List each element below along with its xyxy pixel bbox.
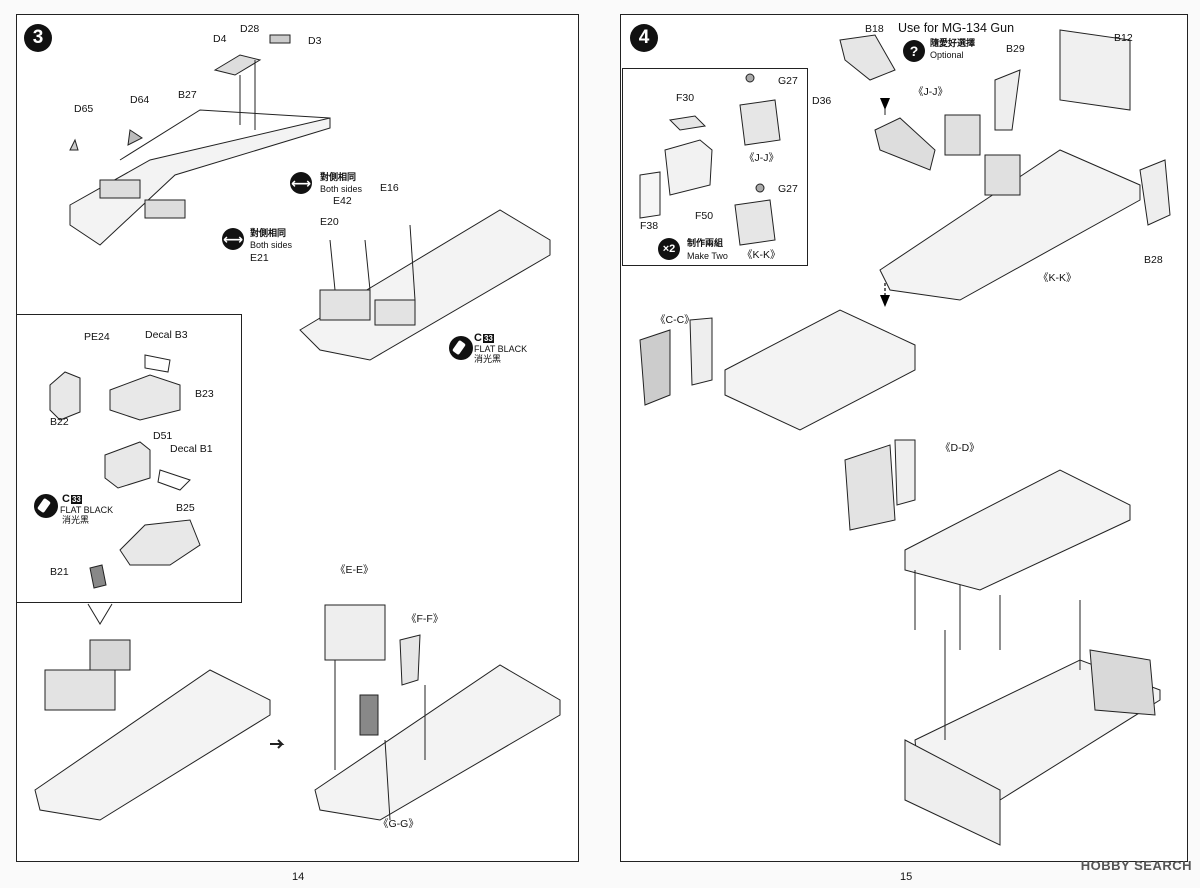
page-number-left: 14 <box>292 871 305 883</box>
optional-zh: 隨愛好選擇 <box>930 38 976 48</box>
part-label-b25: B25 <box>176 502 195 514</box>
part-label-f50: F50 <box>695 210 714 222</box>
part-label-b23: B23 <box>195 388 214 400</box>
part-label-b29: B29 <box>1006 43 1025 55</box>
page-number-right: 15 <box>900 871 913 883</box>
floor-plate-lower <box>299 209 551 361</box>
fuselage-floor-top <box>879 149 1141 301</box>
times-two-badge: ×2 <box>658 238 680 260</box>
part-label-g27-1: G27 <box>778 75 798 87</box>
assembly-label-kk: 《K-K》 <box>1038 272 1077 284</box>
part-label-b22: B22 <box>50 416 69 428</box>
paint-brush-icon <box>449 336 473 360</box>
floor-plate-bottom-right <box>314 664 561 821</box>
both-sides-en-1: Both sides <box>320 184 363 194</box>
watermark: HOBBY SEARCH <box>1080 858 1192 873</box>
question-icon: ? <box>903 40 925 62</box>
subbox-kk: 《K-K》 <box>742 249 781 261</box>
part-label-g27-2: G27 <box>778 183 798 195</box>
subbox-jj: 《J-J》 <box>744 152 779 164</box>
inset-paint-name-zh: 消光黑 <box>62 515 90 525</box>
both-sides-zh-2: 對側相同 <box>250 228 287 238</box>
fuselage-frame-mid <box>724 309 916 431</box>
part-label-b12: B12 <box>1114 32 1133 44</box>
part-label-e21: E21 <box>250 252 269 264</box>
both-sides-icon: ⟷ <box>222 228 244 250</box>
both-sides-zh-1: 對側相同 <box>320 172 357 182</box>
paint-name-zh: 消光黑 <box>474 354 502 364</box>
step-number-3: 3 <box>24 24 52 52</box>
part-label-b28: B28 <box>1144 254 1163 266</box>
part-label-f38: F38 <box>640 220 659 232</box>
part-label-b21: B21 <box>50 566 69 578</box>
part-label-d36: D36 <box>812 95 832 107</box>
part-label-b18: B18 <box>865 23 884 35</box>
part-label-b27: B27 <box>178 89 197 101</box>
assembly-label-dd: 《D-D》 <box>940 442 980 454</box>
paint-name-en: FLAT BLACK <box>474 344 528 354</box>
fuselage-roof <box>904 469 1131 591</box>
floor-plate-bottom-left <box>34 669 271 821</box>
optional-en: Optional <box>930 50 964 60</box>
both-sides-en-2: Both sides <box>250 240 293 250</box>
paint-brush-icon <box>34 494 58 518</box>
part-label-e20: E20 <box>320 216 339 228</box>
part-label-d3: D3 <box>308 35 322 47</box>
inset-paint-name-en: FLAT BLACK <box>60 505 114 515</box>
part-label-d28: D28 <box>240 23 260 35</box>
part-label-pe24: PE24 <box>84 331 110 343</box>
part-label-f30: F30 <box>676 92 695 104</box>
part-label-d4: D4 <box>213 33 227 45</box>
part-label-e42: E42 <box>333 195 352 207</box>
assembly-label-ff: 《F-F》 <box>406 613 444 625</box>
assembly-label-cc: 《C-C》 <box>655 314 695 326</box>
part-label-e16: E16 <box>380 182 399 194</box>
make-two-zh: 制作兩組 <box>687 238 724 248</box>
make-two-box <box>622 68 808 266</box>
assembly-label-jj: 《J-J》 <box>913 86 948 98</box>
assembly-label-ee: 《E-E》 <box>335 564 374 576</box>
part-label-decal-b3: Decal B3 <box>145 329 188 341</box>
gun-title: Use for MG-134 Gun <box>898 21 1015 35</box>
both-sides-icon: ⟷ <box>290 172 312 194</box>
assembly-label-gg: 《G-G》 <box>378 818 419 830</box>
part-label-d64: D64 <box>130 94 150 106</box>
make-two-en: Make Two <box>687 251 728 261</box>
part-label-d65: D65 <box>74 103 94 115</box>
step-number-4: 4 <box>630 24 658 52</box>
part-label-d51: D51 <box>153 430 173 442</box>
part-label-decal-b1: Decal B1 <box>170 443 213 455</box>
